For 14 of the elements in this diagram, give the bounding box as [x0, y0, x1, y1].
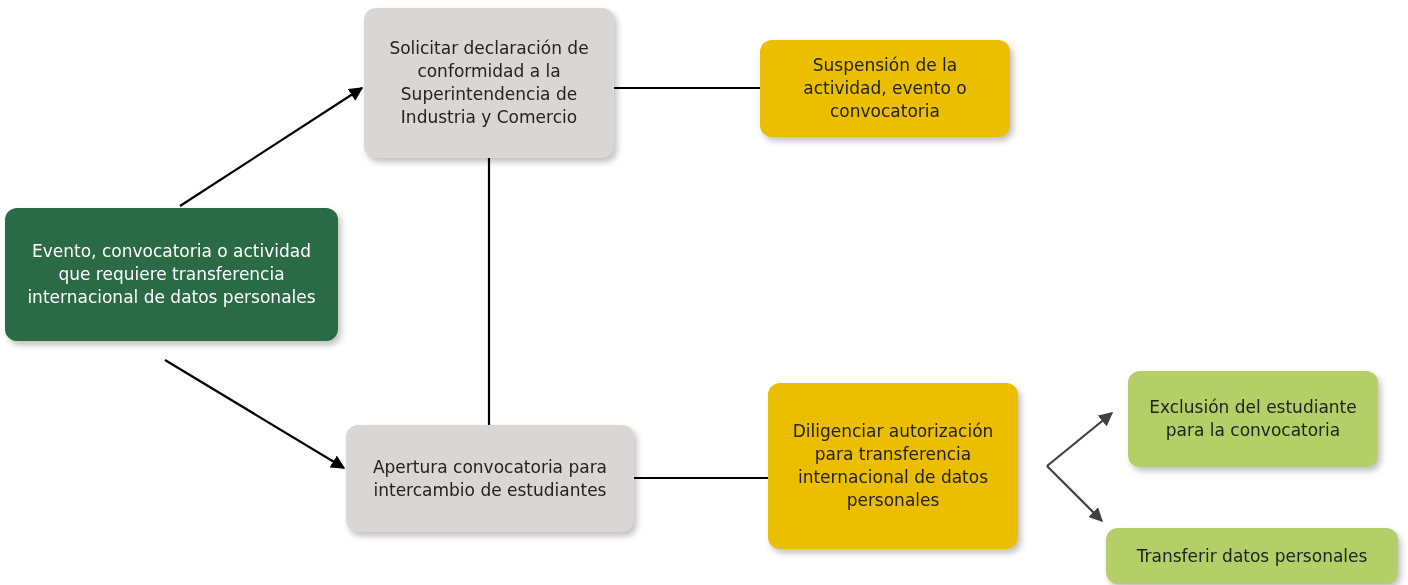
arrow: [179, 87, 364, 207]
process-box: Solicitar declaración de conformidad a la Superintendencia de Industria y Comercio: [364, 8, 614, 158]
process-box: Apertura convocatoria para intercambio de estudiantes: [346, 425, 634, 532]
outcome-box: Transferir datos personales: [1106, 528, 1398, 584]
outcome-box: Exclusión del estudiante para la convocatoria: [1128, 371, 1378, 467]
outcome-box: Suspensión de la actividad, evento o convocatoria: [760, 40, 1010, 137]
connector-line: [487, 158, 491, 425]
arrow: [1046, 412, 1114, 467]
process-box: Diligenciar autorización para transferencia internacional de datos personales: [768, 383, 1018, 549]
arrow: [164, 359, 346, 469]
arrow: [1046, 465, 1103, 522]
connector-line: [634, 476, 768, 480]
connector-line: [614, 86, 760, 90]
start-box: Evento, convocatoria o actividad que requiere transferencia internacional de datos personales: [5, 208, 338, 341]
